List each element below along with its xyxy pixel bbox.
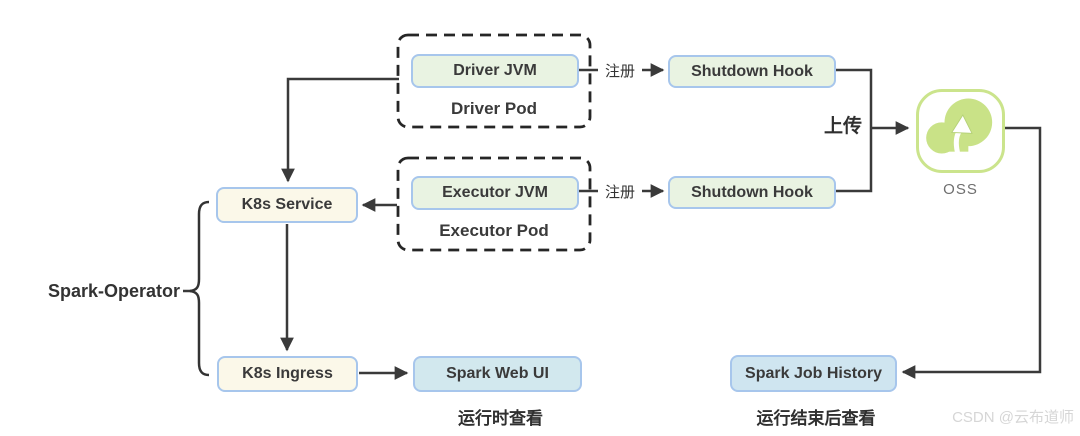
caption-view-runtime: 运行时查看 bbox=[458, 409, 543, 428]
k8s-service-label: K8s Service bbox=[241, 196, 333, 213]
edge-hooks-merge bbox=[835, 68, 873, 193]
executor-pod-label: Executor Pod bbox=[439, 221, 549, 240]
shutdown-hook-executor-label: Shutdown Hook bbox=[691, 183, 813, 201]
spark-job-history-node: Spark Job History bbox=[730, 355, 897, 392]
oss-label: OSS bbox=[943, 181, 978, 198]
upload-edge-label: 上传 bbox=[823, 116, 862, 137]
edge-driverpod-to-service bbox=[281, 77, 399, 183]
operator-curly-brace bbox=[189, 200, 210, 377]
spark-job-history-label: Spark Job History bbox=[745, 364, 882, 382]
register-edge-label-executor: 注册 bbox=[598, 180, 642, 202]
oss-cloud-upload-icon bbox=[916, 89, 1005, 173]
driver-jvm-label: Driver JVM bbox=[453, 62, 537, 79]
driver-jvm-node: Driver JVM bbox=[411, 54, 579, 88]
executor-pod-dashed-border bbox=[396, 156, 592, 252]
executor-jvm-label: Executor JVM bbox=[442, 184, 548, 201]
shutdown-hook-driver-label: Shutdown Hook bbox=[691, 62, 813, 80]
driver-pod-dashed-border bbox=[396, 33, 592, 129]
spark-web-ui-label: Spark Web UI bbox=[446, 365, 549, 382]
spark-web-ui-node: Spark Web UI bbox=[413, 356, 582, 392]
executor-jvm-node: Executor JVM bbox=[411, 176, 579, 210]
shutdown-hook-executor-node: Shutdown Hook bbox=[668, 176, 836, 209]
edge-oss-to-history bbox=[901, 126, 1042, 379]
k8s-ingress-node: K8s Ingress bbox=[217, 356, 358, 392]
csdn-watermark: CSDN @云布道师 bbox=[952, 409, 1074, 426]
caption-view-after-finish: 运行结束后查看 bbox=[756, 409, 876, 428]
driver-pod-label: Driver Pod bbox=[451, 99, 537, 118]
register-edge-label-driver: 注册 bbox=[598, 59, 642, 81]
k8s-service-node: K8s Service bbox=[216, 187, 358, 223]
spark-operator-label: Spark-Operator bbox=[47, 281, 180, 301]
k8s-ingress-label: K8s Ingress bbox=[242, 365, 333, 382]
shutdown-hook-driver-node: Shutdown Hook bbox=[668, 55, 836, 88]
